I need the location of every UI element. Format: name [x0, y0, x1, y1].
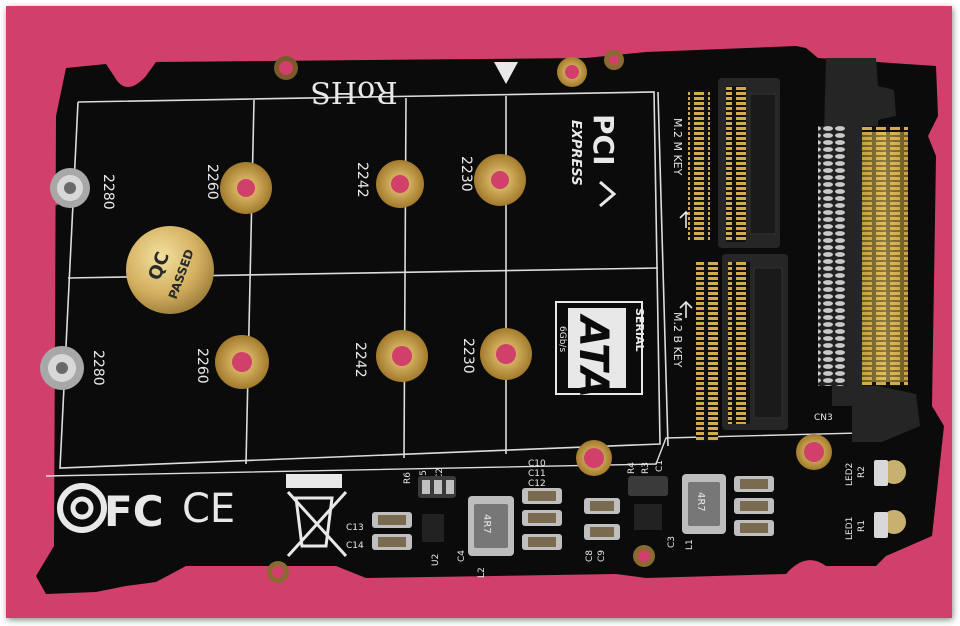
smd-components [372, 460, 888, 550]
label-c12: C12 [528, 479, 546, 489]
weee-bar-icon [286, 474, 342, 488]
inductor-l2: 4R7 [468, 496, 514, 556]
sata-speed-text: 6Gb/s [557, 326, 567, 352]
label-c10: C10 [528, 459, 546, 469]
label-r6: R6 [403, 472, 413, 484]
m-key-label: M.2 M KEY [671, 118, 684, 176]
sata-serial-text: SERIAL [633, 308, 646, 352]
rohs-mark: RoHS [310, 74, 397, 109]
label-l2: L2 [477, 567, 487, 578]
silk-outline-bottom [45, 431, 897, 477]
m2-connector-top [718, 78, 780, 248]
label-u2: U2 [431, 554, 441, 566]
pcb-photo: QC PASSED 2280 2260 2242 2230 2280 2260 … [22, 46, 944, 594]
label-c4: C4 [457, 550, 467, 562]
label-c1: C1 [655, 460, 665, 472]
label-c11: C11 [528, 469, 546, 479]
standoffs [40, 168, 90, 390]
sata-logo: SERIAL ATA 6Gb/s [555, 301, 646, 398]
label-led2: LED2 [845, 463, 855, 486]
label-led1: LED1 [845, 517, 855, 540]
recycle-triangle-icon [494, 62, 518, 84]
label-c2: C2 [435, 468, 445, 480]
inductor-l2-value: 4R7 [481, 514, 492, 534]
pcie-logo: PCI EXPRESS [568, 114, 620, 208]
size-label-bottom-2242: 2242 [352, 342, 368, 378]
fc-mark: FC [104, 487, 164, 536]
label-r3: R3 [641, 462, 651, 474]
qc-sticker: QC PASSED [126, 226, 214, 314]
size-label-bottom-2280: 2280 [90, 350, 106, 386]
label-r1: R1 [857, 520, 867, 532]
size-label-bottom-2230: 2230 [460, 338, 476, 374]
m2-connector-bottom [722, 254, 788, 430]
inductor-l1-value: 4R7 [695, 492, 706, 512]
label-c13: C13 [346, 523, 364, 533]
label-c14: C14 [346, 541, 364, 551]
m2-trace-fingers-bottom [696, 262, 718, 442]
size-label-bottom-2260: 2260 [194, 348, 210, 384]
ce-mark: CE [182, 486, 235, 532]
label-cn3: CN3 [814, 413, 833, 423]
size-label-top-2260: 2260 [204, 164, 220, 200]
sata-connector [818, 58, 920, 442]
compliance-marks: FC CE [57, 474, 348, 558]
label-r2: R2 [857, 466, 867, 478]
inductor-l1: 4R7 [682, 474, 726, 534]
m2-trace-fingers-top [688, 90, 710, 240]
photo-frame: QC PASSED 2280 2260 2242 2230 2280 2260 … [6, 6, 952, 618]
pcie-brand-text: PCI [587, 114, 620, 166]
pcie-sub-text: EXPRESS [568, 120, 583, 186]
label-c9: C9 [597, 550, 607, 562]
label-l1: L1 [685, 539, 695, 550]
label-r4: R4 [627, 462, 637, 474]
fcc-ring-icon [57, 483, 107, 533]
size-label-top-2280: 2280 [100, 174, 116, 210]
sata-ata-text: ATA [570, 313, 616, 398]
label-c3: C3 [667, 536, 677, 548]
label-c8: C8 [585, 550, 595, 562]
weee-bin-icon [294, 496, 334, 548]
size-label-top-2242: 2242 [354, 162, 370, 198]
size-label-top-2230: 2230 [458, 156, 474, 192]
b-key-arrow-icon [679, 300, 693, 318]
pcie-arrow-icon [599, 180, 617, 208]
mounting-rings [215, 50, 906, 583]
b-key-label: M.2 B KEY [671, 312, 684, 368]
